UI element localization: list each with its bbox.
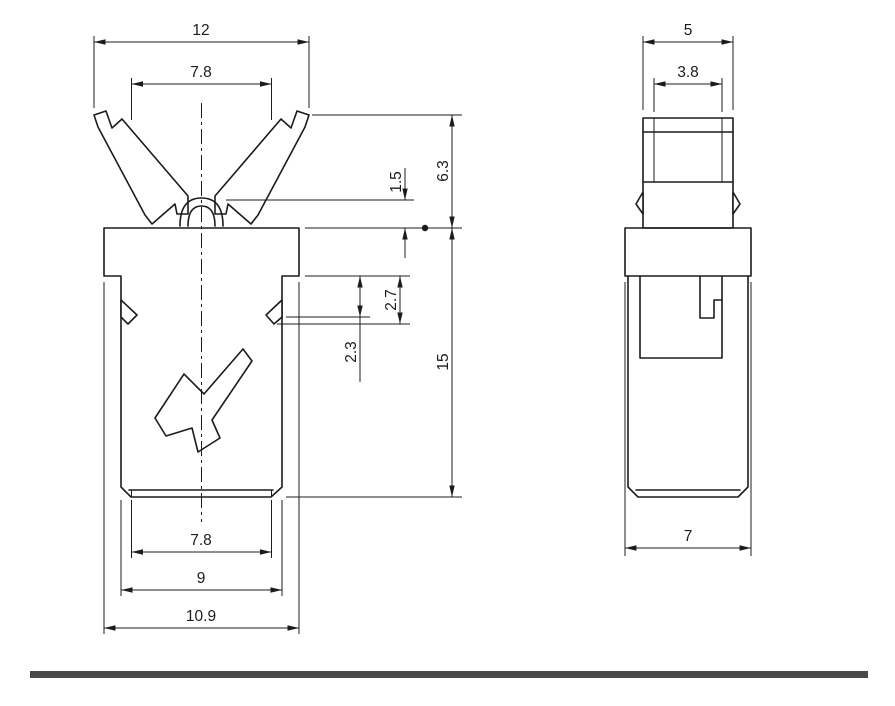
- dim-label-overall-width: 12: [192, 22, 209, 39]
- dim-label-head-inner-width: 3.8: [677, 64, 699, 81]
- page-divider: [30, 671, 868, 678]
- side-stem-hook-right: [732, 191, 741, 215]
- side-stem-hook-left: [635, 191, 644, 215]
- datum-point: [421, 224, 429, 232]
- ext-line: [120, 500, 283, 596]
- side-cavity-outline: [639, 275, 723, 359]
- ext-line: [624, 282, 752, 556]
- side-cavity-step: [699, 275, 723, 319]
- front-center-saddle-outer: [179, 197, 224, 227]
- dim-label-top-opening: 7.8: [190, 64, 212, 81]
- dim-label-side-body-width: 7: [684, 528, 693, 545]
- front-right-barb: [265, 299, 283, 325]
- dim-label-flange-width: 10.9: [186, 608, 216, 625]
- dim-label-body-height: 15: [435, 353, 452, 370]
- side-flange-outline: [624, 227, 752, 277]
- side-stem-outline: [642, 117, 734, 229]
- dim-label-head-height: 6.3: [435, 160, 452, 182]
- front-center-saddle-inner: [187, 205, 216, 227]
- front-zigzag-cutout: [154, 348, 253, 453]
- front-view-dimensions: 12 7.8 6.3 1.5 2.7 2.3 15 7.8 9: [93, 22, 462, 634]
- front-left-spring-arm: [93, 110, 189, 225]
- dim-label-seat-offset: 1.5: [388, 171, 405, 193]
- dim-label-barb-depth: 2.7: [383, 289, 400, 311]
- front-left-barb: [120, 299, 138, 325]
- dim-label-body-width: 9: [197, 570, 206, 587]
- dim-label-bottom-opening: 7.8: [190, 532, 212, 549]
- ext-line: [131, 500, 272, 558]
- side-view: [624, 117, 752, 498]
- side-body-outline: [627, 275, 749, 498]
- side-view-dimensions: 5 3.8 7: [624, 22, 752, 556]
- front-view: [93, 103, 310, 522]
- dim-label-barb-inset: 2.3: [343, 341, 360, 363]
- ext-line: [653, 78, 723, 112]
- dim-label-head-width: 5: [684, 22, 693, 39]
- ext-line: [642, 36, 734, 110]
- front-right-spring-arm: [214, 110, 310, 225]
- ext-line: [103, 282, 300, 634]
- ext-line: [93, 36, 310, 108]
